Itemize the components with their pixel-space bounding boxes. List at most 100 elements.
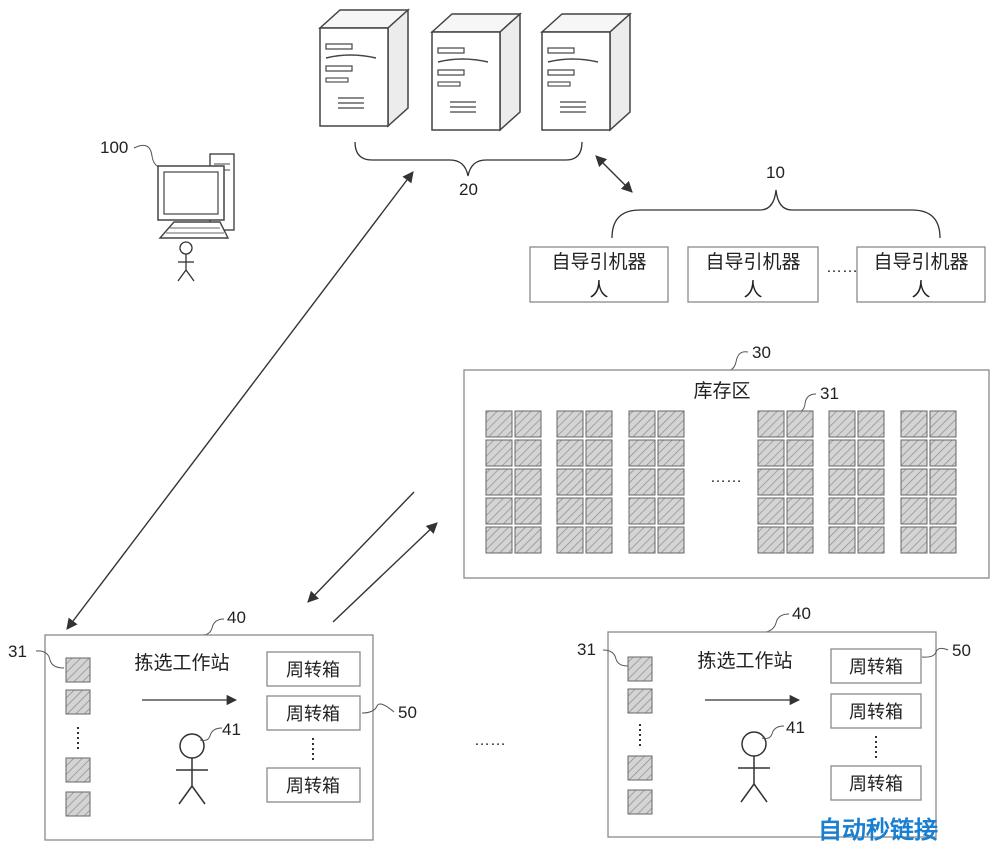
server-icon bbox=[431, 13, 521, 131]
storage-bin bbox=[628, 410, 656, 438]
storage-area: 30 库存区 31 …… bbox=[463, 343, 990, 579]
station-bin bbox=[65, 657, 91, 683]
storage-bin bbox=[828, 497, 856, 525]
tote-box bbox=[830, 648, 922, 684]
server-ref-label: 20 bbox=[459, 180, 478, 199]
storage-bin bbox=[857, 410, 885, 438]
tote-ref-label: 50 bbox=[952, 641, 971, 660]
computer-leader bbox=[133, 144, 169, 169]
storage-leader bbox=[721, 351, 749, 373]
storage-bin bbox=[786, 526, 814, 554]
storage-bin bbox=[900, 468, 928, 496]
station-bin bbox=[65, 791, 91, 817]
picker-leader bbox=[761, 725, 785, 739]
storage-bin bbox=[657, 497, 685, 525]
storage-bin bbox=[786, 468, 814, 496]
agv-robot-label-line1: 自导引机器 bbox=[873, 251, 968, 273]
server-icon bbox=[319, 9, 409, 127]
picker-ref-label: 41 bbox=[222, 720, 241, 739]
storage-bin bbox=[628, 439, 656, 467]
server-cluster: 20 bbox=[319, 9, 631, 199]
tote-leader bbox=[361, 703, 395, 714]
storage-bin bbox=[828, 410, 856, 438]
station-ref-label: 40 bbox=[792, 604, 811, 623]
station-bin-ref-label: 31 bbox=[577, 640, 596, 659]
picking-station: 40 拣选工作站 31 41 周转箱 周转箱 周转箱 50 bbox=[577, 604, 971, 838]
server-icon bbox=[541, 13, 631, 131]
picker-leader bbox=[199, 727, 223, 741]
server-station-arrow bbox=[66, 171, 414, 630]
picking-station: 40 拣选工作站 31 41 周转箱 周转箱 周转箱 50 bbox=[8, 608, 417, 841]
storage-to-station-arrow bbox=[307, 491, 415, 603]
storage-bin bbox=[485, 497, 513, 525]
storage-bin bbox=[786, 439, 814, 467]
tote-box bbox=[266, 651, 361, 687]
station-bin-ref-label: 31 bbox=[8, 642, 27, 661]
station-bin bbox=[627, 789, 653, 815]
storage-bin bbox=[556, 410, 584, 438]
station-bin-leader bbox=[602, 649, 629, 667]
storage-bin bbox=[757, 468, 785, 496]
station-bin bbox=[65, 757, 91, 783]
tote-box bbox=[830, 693, 922, 729]
storage-bin bbox=[628, 526, 656, 554]
watermark-logo: 自动秒链接 bbox=[818, 816, 938, 844]
workstation-computer: 100 bbox=[100, 138, 235, 282]
storage-bin bbox=[828, 526, 856, 554]
storage-bin-grid bbox=[485, 410, 957, 554]
storage-bin bbox=[900, 439, 928, 467]
tote-leader bbox=[921, 647, 949, 658]
storage-bin bbox=[485, 410, 513, 438]
storage-bin bbox=[657, 439, 685, 467]
storage-bin bbox=[657, 468, 685, 496]
storage-bin bbox=[585, 526, 613, 554]
storage-bin bbox=[556, 468, 584, 496]
tote-label: 周转箱 bbox=[286, 660, 340, 681]
storage-bin bbox=[929, 497, 957, 525]
station-bin bbox=[627, 755, 653, 781]
storage-bin bbox=[929, 526, 957, 554]
station-leader bbox=[201, 618, 225, 636]
tote-ref-label: 50 bbox=[398, 703, 417, 722]
storage-bin bbox=[900, 497, 928, 525]
storage-bin bbox=[485, 468, 513, 496]
agv-robot-label-line2: 人 bbox=[911, 279, 930, 301]
storage-bin bbox=[786, 497, 814, 525]
storage-bin bbox=[757, 497, 785, 525]
storage-bin bbox=[556, 439, 584, 467]
storage-bin bbox=[514, 439, 542, 467]
storage-bin bbox=[757, 410, 785, 438]
tote-label: 周转箱 bbox=[849, 774, 903, 795]
storage-bin bbox=[929, 439, 957, 467]
storage-bin bbox=[857, 468, 885, 496]
storage-bin bbox=[628, 497, 656, 525]
storage-ref-label: 30 bbox=[752, 343, 771, 362]
storage-bin bbox=[514, 410, 542, 438]
station-bin bbox=[627, 688, 653, 714]
server-agv-arrow bbox=[595, 155, 633, 193]
tote-label: 周转箱 bbox=[849, 657, 903, 678]
tote-box bbox=[830, 765, 922, 801]
station-bin bbox=[627, 656, 653, 682]
storage-bin bbox=[556, 526, 584, 554]
storage-bin bbox=[857, 526, 885, 554]
storage-bin-ref-label: 31 bbox=[820, 384, 839, 403]
storage-bin bbox=[900, 410, 928, 438]
server-brace bbox=[354, 141, 583, 177]
agv-brace bbox=[611, 189, 941, 239]
stations-ellipsis: …… bbox=[474, 732, 506, 749]
storage-bin bbox=[628, 468, 656, 496]
storage-bin bbox=[828, 439, 856, 467]
storage-bin bbox=[786, 410, 814, 438]
agv-robot-box bbox=[687, 246, 819, 303]
agv-robot-label-line1: 自导引机器 bbox=[551, 251, 646, 273]
station-to-storage-arrow bbox=[332, 522, 438, 623]
storage-bin bbox=[929, 468, 957, 496]
picker-ref-label: 41 bbox=[786, 718, 805, 737]
tote-box bbox=[266, 767, 361, 803]
storage-bin bbox=[585, 410, 613, 438]
storage-bin bbox=[757, 439, 785, 467]
storage-title: 库存区 bbox=[693, 380, 750, 402]
storage-bin bbox=[757, 526, 785, 554]
